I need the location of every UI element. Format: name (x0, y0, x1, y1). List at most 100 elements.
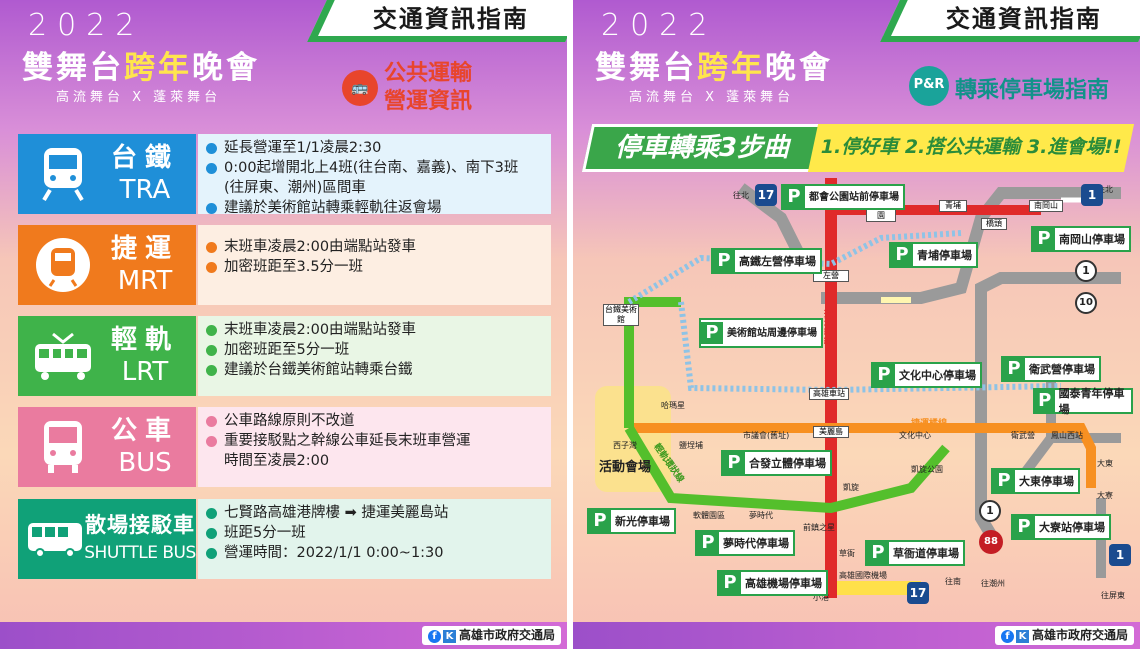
provincial-1b-icon: 1 (979, 500, 1001, 522)
year: 2022 (601, 8, 718, 43)
station-kaohsiung: 高雄車站 (809, 388, 849, 400)
parking-icon: P (1035, 390, 1055, 412)
bus-zh: 公車 (110, 416, 179, 446)
parking-icon: P (713, 250, 735, 272)
station-r22: 青埔 (939, 200, 967, 212)
list-item: 建議於美術館站轉乘輕軌往返會場 (206, 198, 543, 218)
tram-icon (32, 325, 94, 387)
list-item: 加密班距至3.5分一班 (206, 257, 543, 277)
list-item: (往屏東、潮州)區間車 (224, 180, 366, 196)
section-title-line1: 公共運輸 (384, 61, 473, 86)
lrt-info: 末班車凌晨2:00由端點站發車 加密班距至5分一班 建議於台鐵美術館站轉乘台鐵 (198, 316, 551, 396)
steps-title: 停車轉乘3步曲 (581, 124, 823, 172)
park-and-ride-icon: P&R (909, 66, 949, 106)
guide-banner: 交通資訊指南 (880, 0, 1140, 42)
station-o1: 西子灣 (613, 441, 637, 450)
bus-info-icon: 🚌 (342, 70, 378, 106)
list-item: 七賢路高雄港牌樓 ➡ 捷運美麗島站 (206, 503, 543, 523)
section-title-line2: 營運資訊 (384, 89, 473, 114)
public-transport-panel: 2022 雙舞台跨年晚會 高流舞台 X 蓬萊舞台 交通資訊指南 🚌 公共運輸 營… (0, 0, 567, 649)
station-c3: 前鎮之星 (803, 523, 835, 532)
shuttle-card: 散場接駁車 SHUTTLE BUS 七賢路高雄港牌樓 ➡ 捷運美麗島站 班距5分一… (18, 499, 551, 579)
shuttle-label: 散場接駁車 SHUTTLE BUS (18, 499, 196, 579)
red-line-label: 捷運紅線 (822, 308, 832, 344)
parking-icon: P (873, 364, 895, 386)
parking-icon: P (783, 186, 805, 208)
station-c14: 哈瑪星 (661, 401, 685, 410)
parking-icon: P (589, 510, 611, 532)
mrt-zh: 捷運 (110, 234, 179, 264)
event-subtitle: 高流舞台 X 蓬萊舞台 (629, 90, 795, 105)
shuttle-bus-icon (26, 508, 84, 570)
station-o7: 文化中心 (899, 431, 931, 440)
metro-icon (32, 234, 94, 296)
parking-icon: P (867, 542, 889, 564)
shuttle-zh: 散場接駁車 (85, 513, 195, 537)
panel-divider (567, 0, 573, 649)
event-title: 雙舞台跨年晚會 (22, 50, 260, 86)
guide-banner: 交通資訊指南 (307, 0, 567, 42)
station-r6: 凱旋 (843, 483, 859, 492)
list-item: 班距5分一班 (206, 523, 543, 543)
station-c5: 夢時代 (749, 511, 773, 520)
mrt-en: MRT (117, 266, 173, 296)
bus-en: BUS (118, 448, 172, 478)
highway-17b-icon: 17 (907, 582, 929, 604)
train-icon (32, 143, 94, 205)
highway-17-icon: 17 (755, 184, 777, 206)
orange-line-label: 捷運橘線 (911, 419, 948, 429)
parking-icon: P (723, 452, 745, 474)
route-label-pingtung: 往屏東 (1101, 591, 1125, 600)
station-r3: 小港 (813, 593, 829, 602)
parking-icon: P (697, 532, 719, 554)
parking-icon: P (701, 322, 723, 344)
shuttle-en: SHUTTLE BUS (84, 543, 196, 563)
station-o10: 衛武營 (1011, 431, 1035, 440)
station-r4: 草衙 (839, 549, 855, 558)
year: 2022 (28, 8, 145, 43)
transit-map: 活動會場 捷運紅線 捷運橘線 輕軌環狀線 都會公園 青埔 橋頭 南岡山 左營 高… (581, 178, 1133, 620)
station-o4: 市議會(舊址) (743, 431, 790, 440)
list-item: 末班車凌晨2:00由端點站發車 (206, 237, 543, 257)
station-c7: 軟體園區 (693, 511, 725, 520)
parking-icon: P (1013, 516, 1035, 538)
station-o14: 大寮 (1097, 491, 1113, 500)
route-label-chaozhou: 往潮州 (981, 579, 1005, 588)
station-zuoying: 左營 (813, 270, 849, 282)
provincial-10-icon: 10 (1075, 292, 1097, 314)
highway-1-icon: 1 (1081, 184, 1103, 206)
parking-icon: P (891, 244, 913, 266)
route-label-north: 往北 (733, 191, 749, 200)
list-item: 末班車凌晨2:00由端點站發車 (206, 320, 543, 340)
list-item: 延長營運至1/1凌晨2:30 (206, 138, 543, 158)
mrt-info: 末班車凌晨2:00由端點站發車 加密班距至3.5分一班 (198, 225, 551, 305)
parking-icon: P (1003, 358, 1025, 380)
list-item: 0:00起增開北上4班(往台南、嘉義)、南下3班 (206, 158, 543, 178)
tra-en: TRA (119, 175, 171, 205)
station-r24: 南岡山 (1029, 200, 1063, 212)
lrt-zh: 輕軌 (110, 325, 179, 355)
park-and-ride-panel: 2022 雙舞台跨年晚會 高流舞台 X 蓬萊舞台 交通資訊指南 P&R 轉乘停車… (573, 0, 1140, 649)
bus-icon (32, 416, 94, 478)
